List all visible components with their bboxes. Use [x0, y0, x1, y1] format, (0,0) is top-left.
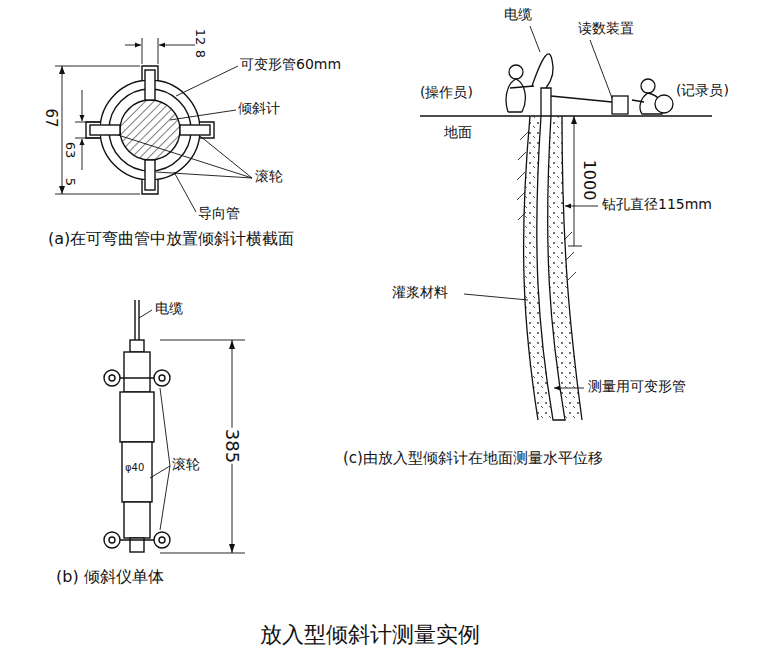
dimension: 8 — [193, 50, 208, 58]
dimension: 63 — [63, 142, 78, 159]
part-name: 导向管 — [198, 205, 240, 221]
part-name: 测量用可变形管 — [588, 378, 686, 394]
borehole-scene — [420, 26, 712, 420]
part-name: 读数装置 — [578, 20, 634, 36]
part-name: 滚轮 — [255, 168, 283, 184]
dimension: 钻孔直径115mm — [602, 196, 712, 212]
part-name: 灌浆材料 — [392, 284, 448, 300]
subfigure-caption: (a)在可弯曲管中放置倾斜计横截面 — [48, 230, 310, 248]
subfigure-caption: (c)由放入型倾斜计在地面测量水平位移 — [343, 450, 603, 467]
dimension: 5 — [63, 178, 78, 186]
inclinometer-unit — [104, 300, 245, 553]
subfigure-caption: (b) 倾斜仪单体 — [56, 568, 164, 586]
part-name: 滚轮 — [172, 456, 200, 472]
dimension: 67 — [41, 108, 58, 127]
figure-caption: 放入型倾斜计测量实例 — [260, 622, 480, 647]
part-name: 地面 — [444, 124, 472, 140]
part-name: 倾斜计 — [238, 100, 280, 116]
dimension: 1000 — [580, 160, 598, 201]
part-name: 电缆 — [504, 6, 532, 22]
part-name: 可变形管60mm — [240, 56, 341, 72]
dimension: 385 — [222, 428, 243, 464]
dimension: φ40 — [124, 462, 145, 474]
part-name: 电缆 — [155, 300, 183, 316]
part-name: (操作员) — [420, 84, 473, 100]
dimension: 12 — [193, 29, 208, 46]
cross-section — [55, 38, 252, 212]
part-name: (记录员) — [676, 82, 729, 98]
